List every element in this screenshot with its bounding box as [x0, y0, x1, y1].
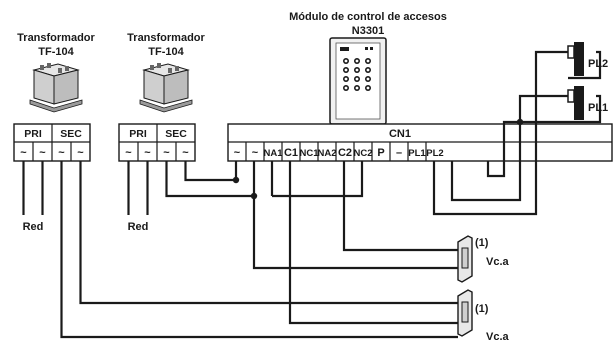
cn1-terminal-label: C2 [338, 147, 352, 159]
terminal-label: ~ [125, 147, 132, 159]
cn1-terminal-label: PL2 [426, 148, 443, 159]
cn1-terminal-label: – [396, 147, 402, 159]
cn1-terminal-label: NA2 [317, 148, 336, 159]
pushbutton-pl1-label: PL1 [588, 102, 608, 114]
push-button-icon [567, 42, 584, 76]
cn1-label: CN1 [389, 128, 411, 140]
sec-label: SEC [165, 128, 187, 140]
transformer-2-terminal-block: PRI SEC ~ ~ ~ ~ [118, 123, 196, 162]
transformer-2-model: TF-104 [148, 46, 184, 58]
sec-label: SEC [60, 128, 82, 140]
module-model: N3301 [352, 25, 384, 37]
terminal-label: ~ [77, 147, 84, 159]
terminal-label: ~ [163, 147, 170, 159]
lock-1-supply: Vc.a [486, 256, 510, 268]
cn1-terminal-label: ~ [252, 147, 259, 159]
cn1-terminal-label: NA1 [263, 148, 283, 159]
pri-label: PRI [129, 128, 147, 140]
cn1-terminal-label: P [377, 147, 384, 159]
module-title: Módulo de control de accesos [289, 11, 447, 23]
transformer-icon [29, 63, 83, 113]
terminal-label: ~ [182, 147, 189, 159]
push-button-icon [567, 86, 584, 120]
terminal-label: ~ [20, 147, 27, 159]
electric-lock-icon [457, 289, 473, 337]
transformer-1-terminal-block: PRI SEC ~ ~ ~ ~ [13, 123, 91, 162]
cn1-terminal-label: PL1 [408, 148, 426, 159]
transformer-1-model: TF-104 [38, 46, 74, 58]
cn1-terminal-label: NC1 [299, 148, 319, 159]
electric-lock-icon [457, 235, 473, 283]
lock-2-supply: Vc.a [486, 331, 510, 343]
cn1-terminal-label: C1 [284, 147, 298, 159]
mains-label: Red [128, 221, 149, 233]
transformer-1-title: Transformador [17, 32, 95, 44]
keypad-module-icon [329, 37, 387, 125]
mains-label: Red [23, 221, 44, 233]
terminal-label: ~ [58, 147, 65, 159]
lock-1-note: (1) [475, 237, 489, 249]
lock-2-note: (1) [475, 303, 489, 315]
pushbutton-pl2-label: PL2 [588, 58, 608, 70]
cn1-terminal-label: ~ [234, 147, 241, 159]
control-wiring [60, 50, 602, 339]
junction-dot-icon [232, 118, 524, 200]
mains-wiring [22, 161, 149, 215]
terminal-label: ~ [39, 147, 46, 159]
pri-label: PRI [24, 128, 42, 140]
terminal-label: ~ [144, 147, 151, 159]
transformer-icon [139, 63, 193, 113]
transformer-2-title: Transformador [127, 32, 205, 44]
cn1-terminal-label: NC2 [353, 148, 372, 159]
